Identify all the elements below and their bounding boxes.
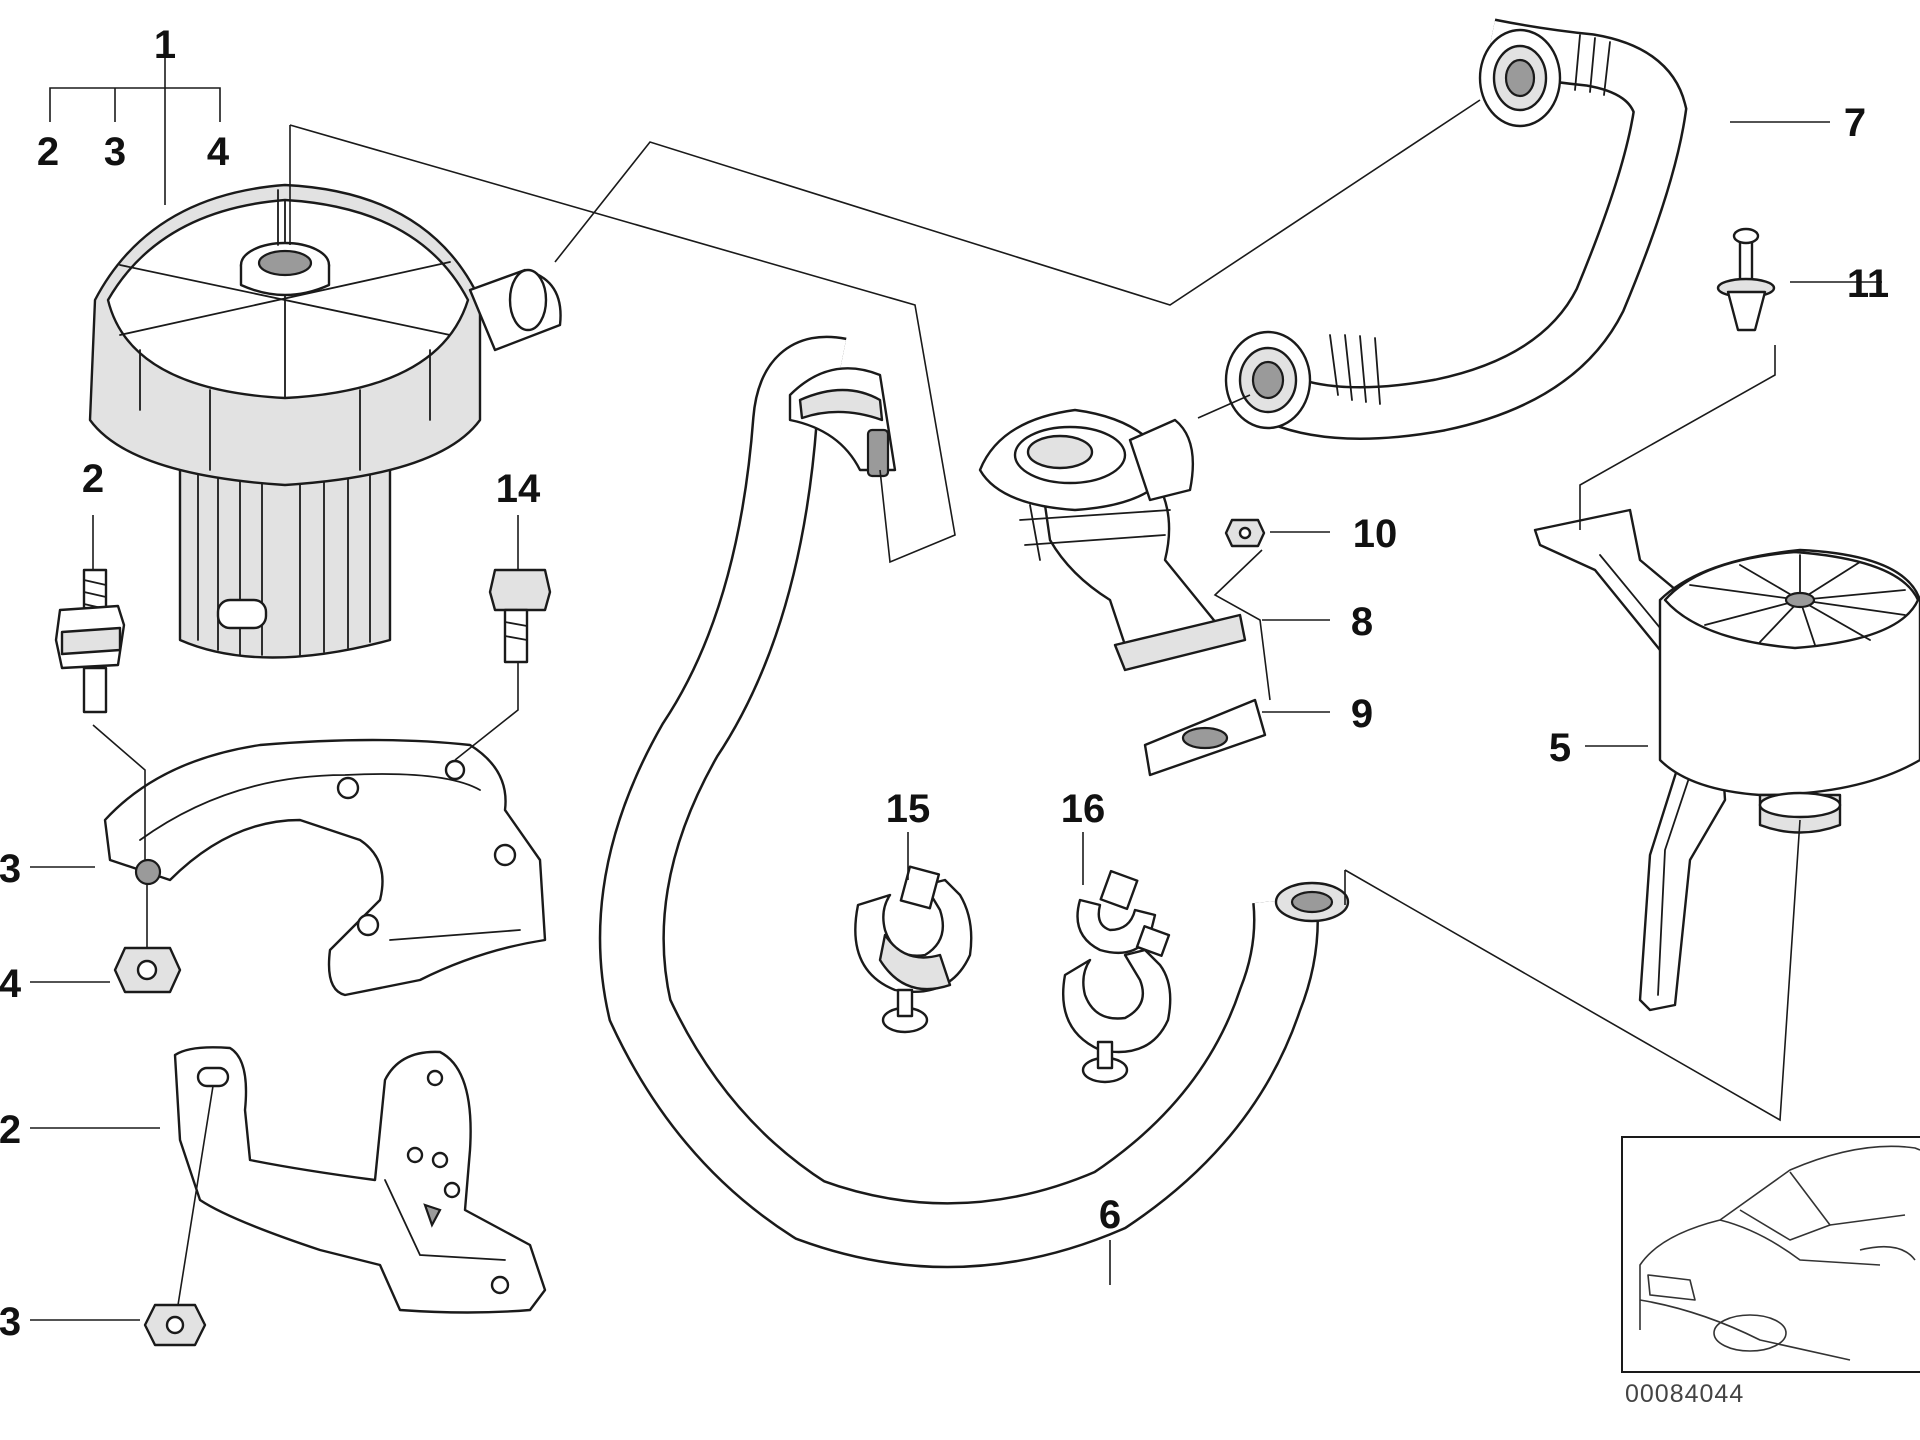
hex-nut [113,946,182,994]
vehicle-inset [1621,1136,1920,1373]
callout-3: 3 [104,130,126,174]
callout-10: 10 [1353,512,1398,556]
callout-9: 9 [1351,692,1373,736]
check-valve [978,408,1247,672]
rubber-mount [54,568,126,714]
push-clip [1716,227,1776,332]
callout-15: 15 [886,787,931,831]
lower-bracket [173,1046,547,1314]
callout-16: 16 [1061,787,1106,831]
callout-6: 6 [1099,1193,1121,1237]
callout-2: 2 [37,130,59,174]
callout-12-left: 2 [0,1108,21,1152]
callout-5: 5 [1549,726,1571,770]
gasket [1143,698,1267,777]
vent-hose [1224,18,1688,440]
hose-clip-16 [1062,869,1172,1084]
bolt [488,568,552,664]
callout-7: 7 [1844,101,1866,145]
flange-nut [143,1303,207,1347]
callout-3-left: 3 [0,847,21,891]
callout-4-left: 4 [0,962,22,1006]
callout-2-mount: 2 [82,457,104,501]
air-pump [88,183,562,659]
hose-clip-15 [854,865,973,1034]
callout-numbers: 1 2 3 4 2 14 3 4 2 3 7 11 10 8 9 5 15 16… [0,23,1889,1344]
air-hose-long [598,335,1350,1269]
drawing-number: 00084044 [1625,1380,1744,1408]
callout-13-left: 3 [0,1300,21,1344]
upper-bracket [103,738,547,997]
callout-1: 1 [154,23,176,67]
callout-11: 11 [1847,262,1889,306]
callout-8: 8 [1351,600,1373,644]
leader-lines [30,55,1882,1321]
small-nut [1224,518,1266,548]
air-filter-bracket [1533,508,1920,1012]
callout-14: 14 [496,467,541,511]
callout-4: 4 [207,130,230,174]
